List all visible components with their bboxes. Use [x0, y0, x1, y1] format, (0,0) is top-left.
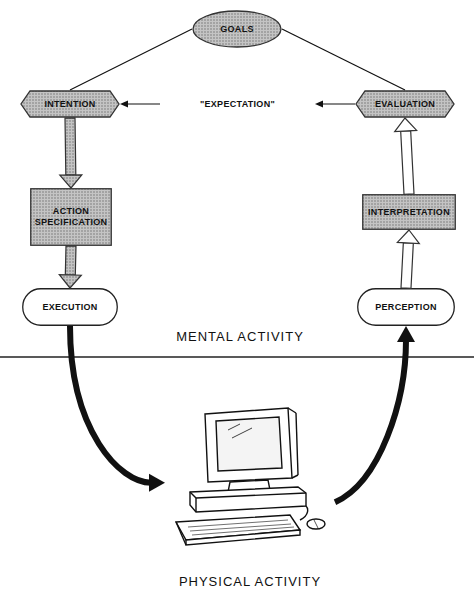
region-label: MENTAL ACTIVITY [140, 329, 340, 344]
connector [315, 101, 355, 108]
connector-line [70, 29, 192, 90]
connector [397, 230, 419, 288]
node-text: "EXPECTATION" [194, 99, 281, 110]
goal-ellipse: GOALS [192, 10, 282, 48]
arrow-head [120, 101, 128, 108]
node-text: EVALUATION [369, 99, 441, 110]
node-text: ACTION SPECIFICATION [29, 206, 114, 228]
stage-hexagon: EVALUATION [355, 90, 455, 118]
connector [60, 118, 82, 188]
hexagon-outline [356, 91, 454, 117]
connector [70, 29, 192, 90]
node-text: PERCEPTION [369, 302, 443, 313]
connector [395, 118, 417, 194]
connector [282, 29, 405, 90]
node-text: EXECUTION [36, 302, 103, 313]
connector [59, 246, 81, 288]
connector-line [282, 29, 405, 90]
computer-node: PHYSICAL ACTIVITY [165, 395, 335, 590]
arrow-head [395, 118, 417, 132]
rect-outline [363, 195, 456, 230]
connector [120, 101, 160, 108]
hexagon-outline [21, 91, 119, 117]
block-arrow-shaft [401, 243, 413, 289]
stage-box: ACTION SPECIFICATION [30, 188, 112, 246]
arrow-head [397, 326, 415, 342]
expectation-text-node: "EXPECTATION" [160, 96, 315, 112]
block-arrow-shaft [401, 131, 414, 195]
connector [335, 326, 415, 502]
stage-box: INTERPRETATION [362, 194, 456, 230]
connector-line [126, 103, 160, 104]
block-arrow-shaft [65, 118, 76, 175]
rounded-outline [23, 289, 118, 326]
connector [70, 326, 165, 492]
arrow-head [315, 101, 323, 108]
arrow-head [59, 275, 81, 288]
node-text: INTERPRETATION [362, 207, 456, 218]
ellipse-outline [193, 11, 281, 47]
curved-arrow [335, 340, 406, 502]
rounded-outline [358, 289, 455, 326]
curved-arrow [70, 326, 151, 483]
block-arrow-shaft [65, 246, 76, 275]
node-text: GOALS [214, 24, 260, 35]
divider-line [0, 356, 474, 357]
arrow-head [397, 230, 419, 244]
stage-rounded-box: EXECUTION [22, 288, 118, 326]
node-text: INTENTION [38, 99, 101, 110]
connector-line [321, 103, 355, 104]
computer-illustration [176, 408, 325, 545]
stage-hexagon: INTENTION [20, 90, 120, 118]
arrow-head [60, 175, 82, 188]
stage-rounded-box: PERCEPTION [357, 288, 455, 326]
arrow-head [149, 474, 165, 492]
node-text: PHYSICAL ACTIVITY [173, 574, 327, 590]
